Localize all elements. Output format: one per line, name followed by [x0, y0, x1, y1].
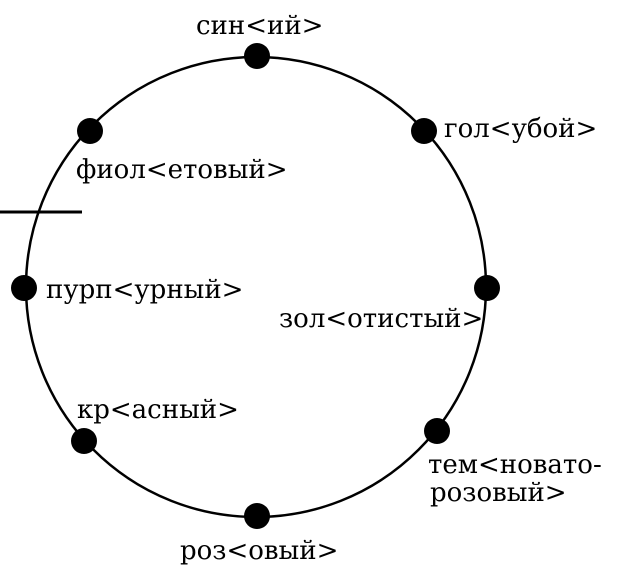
node-label-purpurnyy: пурп<урный>: [46, 275, 243, 305]
node-label-goluboy: гол<убой>: [444, 114, 597, 144]
node-label-temnovato-rozovyy-line1: тем<новато-: [428, 450, 602, 480]
node-dot-rozovyy: [244, 503, 270, 529]
node-label-temnovato-rozovyy-line2: розовый>: [430, 478, 567, 508]
node-label-zolotistyy: зол<отистый>: [279, 304, 483, 334]
node-dot-fioletovyy: [77, 118, 103, 144]
node-label-fioletovyy: фиол<етовый>: [76, 155, 288, 185]
node-dot-temnovato-rozovyy: [424, 418, 450, 444]
node-label-krasnyy: кр<асный>: [77, 395, 239, 425]
node-dot-goluboy: [411, 118, 437, 144]
node-label-siniy: син<ий>: [196, 11, 323, 41]
node-dot-zolotistyy: [474, 275, 500, 301]
node-label-rozovyy: роз<овый>: [180, 536, 338, 566]
node-dot-purpurnyy: [11, 275, 37, 301]
node-dot-siniy: [244, 43, 270, 69]
node-dot-krasnyy: [71, 428, 97, 454]
